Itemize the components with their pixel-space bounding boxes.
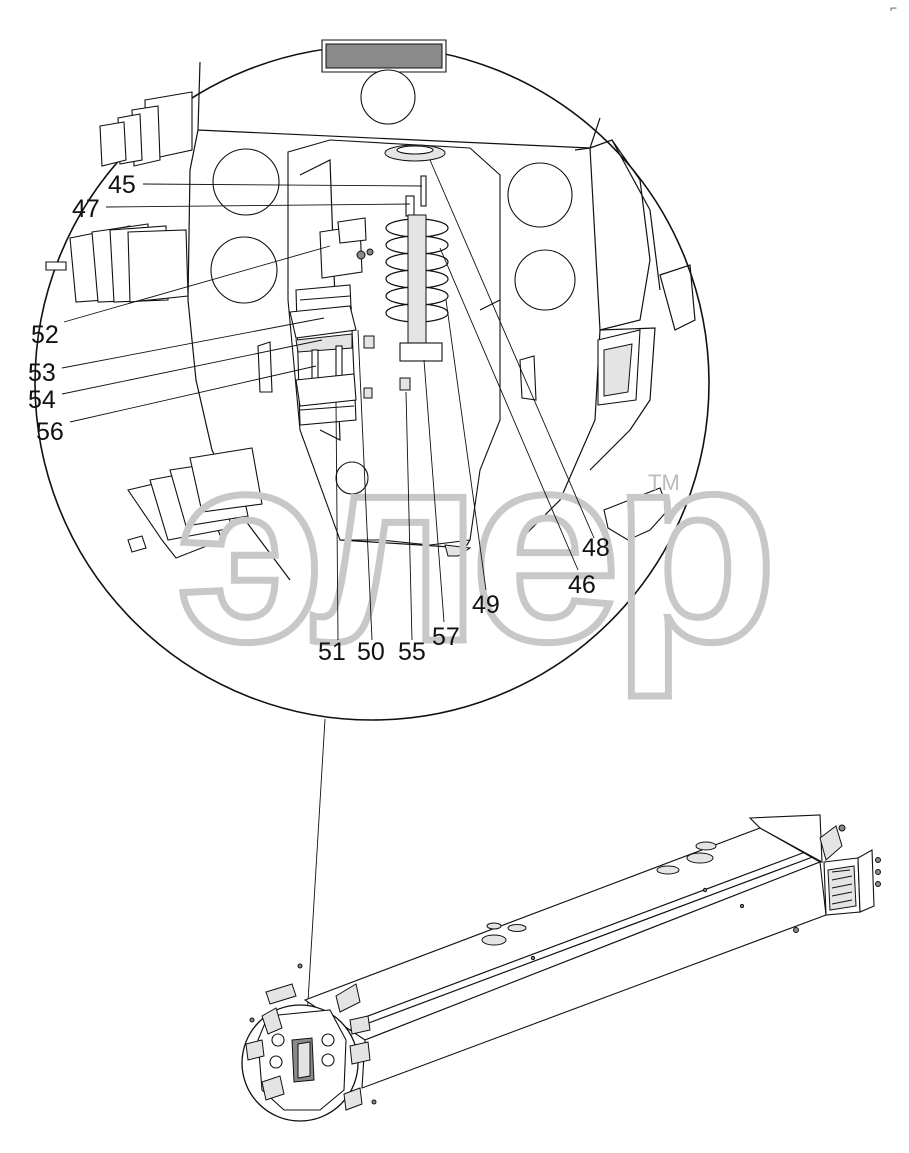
leader-lines (61, 159, 595, 641)
callout-48: 48 (582, 534, 610, 562)
right-gasket-plate (603, 487, 669, 541)
watermark-text: элер (176, 397, 769, 699)
callout-56: 56 (36, 418, 64, 446)
zoom-connector-line (306, 718, 326, 1019)
callout-46: 46 (568, 571, 596, 599)
callout-51: 51 (318, 638, 346, 666)
housing-hole-right-lower (514, 249, 576, 311)
callout-53: 53 (28, 359, 56, 387)
callout-45: 45 (108, 171, 136, 199)
housing-hole-left-upper (212, 148, 280, 216)
damper-block-53 (289, 305, 357, 339)
pad-stack-upper-left (99, 91, 193, 167)
callout-55: 55 (398, 638, 426, 666)
pad-stack-lower-left (127, 447, 263, 559)
damper-block-56 (295, 373, 357, 407)
detail-magnifier: элер TM 45 47 52 53 54 56 48 4 (28, 39, 781, 721)
watermark-tm: TM (648, 470, 680, 495)
housing-hole-left-lower (210, 236, 278, 304)
callout-52: 52 (31, 321, 59, 349)
callout-49: 49 (472, 591, 500, 619)
spring-rod (407, 214, 427, 346)
clip-54 (257, 341, 273, 393)
callout-50: 50 (357, 638, 385, 666)
housing-top-edge (197, 61, 601, 149)
callout-57: 57 (432, 623, 460, 651)
callout-54: 54 (28, 386, 56, 414)
right-clip (519, 355, 537, 401)
spring-base-cup (399, 342, 443, 362)
pad-stack-middle-left (45, 223, 189, 303)
boom-assembly (241, 814, 881, 1122)
boom-far-end-bracket (748, 814, 823, 863)
housing-hole-right-upper (507, 162, 573, 228)
callout-47: 47 (72, 195, 100, 223)
top-hole (360, 69, 416, 125)
corner-mark: ⌐ (890, 1, 897, 15)
callout-labels: 45 47 52 53 54 56 48 46 49 57 51 50 55 (28, 171, 610, 666)
